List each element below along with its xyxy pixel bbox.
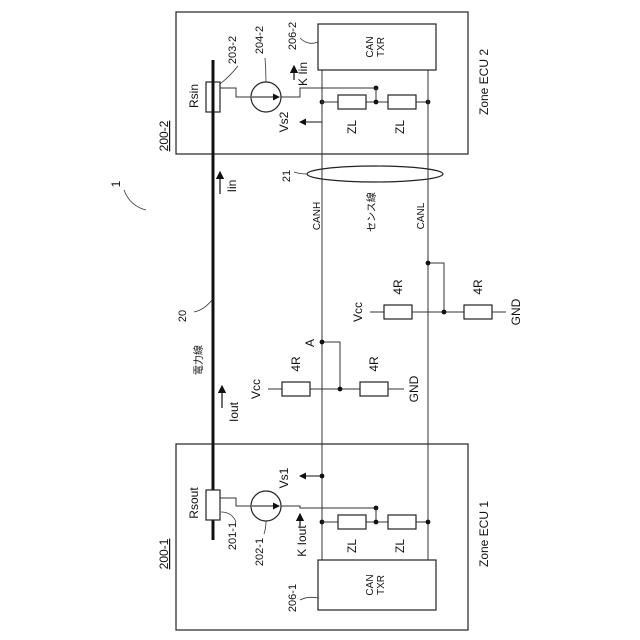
can-txr-2-line2: TXR — [376, 37, 387, 57]
zl-2a-label: ZL — [345, 120, 359, 134]
right-term-r-top-label: 4R — [391, 279, 405, 295]
right-term-r-top — [384, 305, 412, 319]
left-term-gnd: GND — [407, 375, 421, 402]
rsout-label: Rsout — [187, 487, 201, 519]
sensor-ref-1: 201-1 — [227, 522, 239, 550]
right-term-vcc: Vcc — [351, 302, 365, 322]
vs1-label: Vs1 — [277, 467, 291, 488]
ecu2-title: Zone ECU 2 — [477, 49, 491, 115]
rsout-resistor — [206, 490, 220, 520]
can-txr-2-line1: CAN — [365, 36, 376, 57]
zl-2a — [338, 95, 366, 109]
zl-2b-label: ZL — [393, 120, 407, 134]
sense-line-bundle — [307, 166, 443, 182]
source-ref-1: 202-1 — [254, 538, 266, 566]
ecu1-ref: 200-1 — [157, 538, 171, 569]
source-label-1: K Iout — [295, 525, 309, 557]
can-txr-1-line1: CAN — [365, 574, 376, 595]
iout-label: Iout — [227, 401, 241, 422]
left-term-r-top-label: 4R — [289, 356, 303, 372]
zl-1a-label: ZL — [345, 539, 359, 553]
can-txr-2-ref: 206-2 — [287, 22, 299, 50]
line-20-label: 20 — [177, 310, 189, 322]
power-line-label: 電力線 — [192, 345, 205, 375]
canh-label: CANH — [312, 202, 323, 230]
zl-1a — [338, 515, 366, 529]
zl-1b-label: ZL — [393, 539, 407, 553]
rsin-label: Rsin — [187, 84, 201, 108]
right-term-r-bottom-label: 4R — [471, 279, 485, 295]
can-txr-1-ref: 206-1 — [287, 584, 299, 612]
canl-label: CANL — [416, 202, 427, 229]
node-a-label: A — [303, 339, 317, 347]
zl-1b — [388, 515, 416, 529]
left-term-r-bottom-label: 4R — [367, 356, 381, 372]
right-term-r-bottom — [464, 305, 492, 319]
left-term-r-top — [282, 382, 310, 396]
sense-line-label: センス線 — [365, 192, 378, 232]
left-term-r-bottom — [360, 382, 388, 396]
source-ref-2: 204-2 — [254, 26, 266, 54]
can-txr-1-line2: TXR — [376, 575, 387, 595]
ecu2-ref: 200-2 — [157, 120, 171, 151]
left-term-vcc: Vcc — [249, 379, 263, 399]
right-term-gnd: GND — [509, 298, 523, 325]
iin-label: Iin — [225, 180, 239, 193]
vs2-label: Vs2 — [277, 111, 291, 132]
system-label: 1 — [109, 180, 123, 187]
line-21-label: 21 — [281, 170, 293, 182]
sensor-ref-2: 203-2 — [227, 36, 239, 64]
ecu1-title: Zone ECU 1 — [477, 501, 491, 567]
source-label-2: K Iin — [296, 62, 310, 86]
zl-2b — [388, 95, 416, 109]
